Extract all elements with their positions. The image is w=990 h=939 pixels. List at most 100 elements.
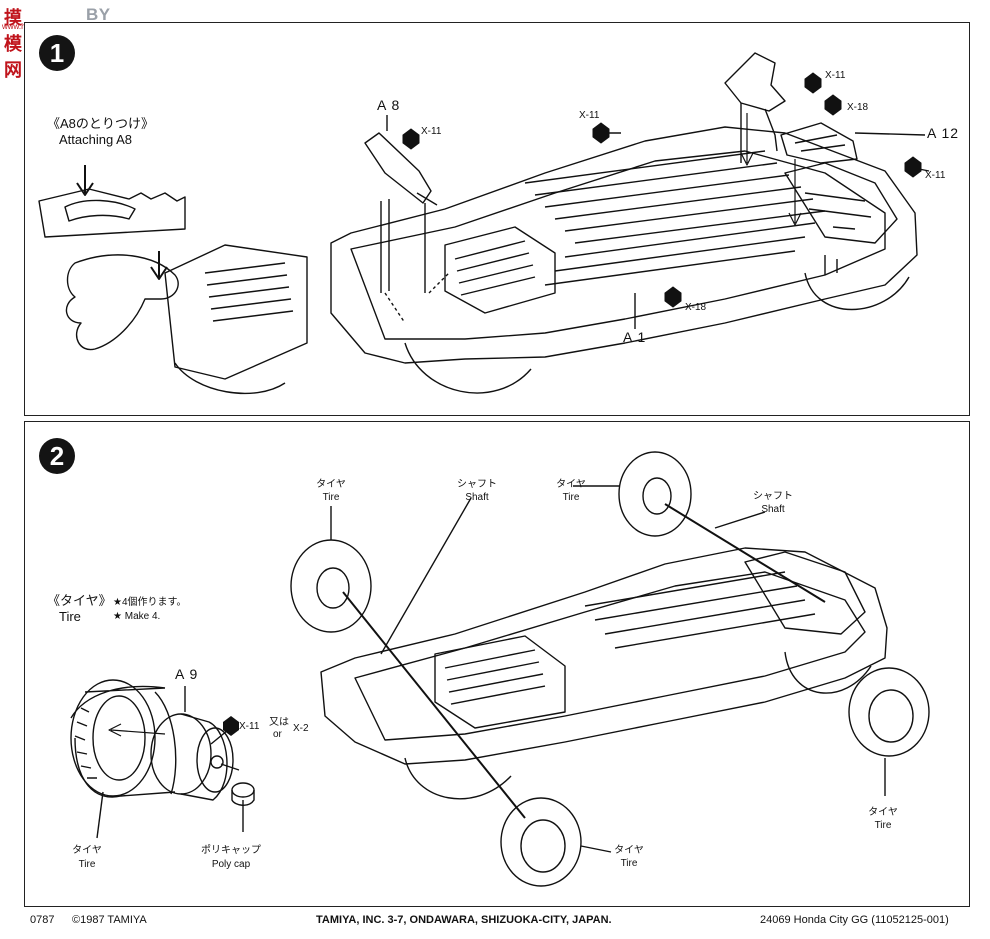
step-1-panel: 1	[24, 22, 970, 416]
leader-a12	[854, 132, 926, 136]
screw-x11-a-icon	[402, 128, 420, 150]
make-4-note-jp: ★4個作ります。	[113, 597, 187, 608]
chassis2-floor-ribs	[584, 571, 816, 649]
tire-rl-label-jp: タイヤ	[316, 479, 346, 490]
footer-copyright: ©1987 TAMIYA	[72, 914, 147, 926]
wheel-front-left-hub	[642, 477, 672, 515]
screw-x11-label: X-11	[239, 721, 260, 732]
polycap-label-jp: ポリキャップ	[201, 845, 261, 856]
fuel-tank	[444, 226, 556, 314]
wheel-front-right-hub	[868, 689, 914, 743]
footer-product: 24069 Honda City GG (11052125-001)	[760, 914, 949, 926]
tire-detail-label-en: Tire	[78, 859, 96, 870]
tire-fr-label-en: Tire	[874, 820, 892, 831]
part-a9-wheel-face	[196, 727, 234, 793]
part-a9-label: A 9	[175, 666, 199, 682]
screw-or-en: or	[273, 729, 282, 740]
rear-wheel-arch	[404, 342, 532, 394]
leader-tire-rr	[580, 845, 612, 853]
tire-fl-label-jp: タイヤ	[556, 479, 586, 490]
inset-chassis	[164, 244, 308, 380]
leader-rear-shaft	[380, 497, 472, 655]
tire-rr-label-jp: タイヤ	[614, 845, 644, 856]
attach-heading-en: Attaching A8	[59, 132, 132, 147]
wheel-front-left	[618, 451, 692, 537]
inset-wheel-arch	[174, 362, 286, 395]
watermark-logo: 摸模网	[4, 8, 22, 80]
tire-heading-en: Tire	[59, 609, 81, 624]
polycap-arrow	[220, 763, 240, 771]
inset-bracket-part	[38, 188, 186, 238]
front-wheel-arch-2	[784, 651, 872, 694]
tire-detail	[70, 679, 156, 797]
rear-wheel-arch-2	[404, 757, 512, 800]
inset-a8-part	[64, 199, 136, 222]
front-shaft	[664, 503, 826, 603]
tire-detail-hatch	[74, 707, 97, 779]
part-a9-hub	[210, 755, 224, 769]
front-wheel-arch	[804, 272, 910, 311]
part-a12-bracket	[780, 122, 858, 164]
polycap-body	[231, 790, 255, 806]
polycap-label-en: Poly cap	[211, 859, 251, 870]
tire-rl-label-en: Tire	[322, 492, 340, 503]
inset-hand	[65, 254, 179, 351]
chassis-floor-ribs	[524, 150, 826, 286]
rear-shaft	[342, 591, 526, 819]
tire-detail-tread	[70, 685, 177, 798]
step-1-drawing	[38, 52, 930, 395]
leader-tire-detail	[96, 791, 104, 839]
screw-x11-c-label: X-11	[825, 70, 846, 81]
wheel-front-right	[848, 667, 930, 757]
part-a8-label: A 8	[377, 97, 401, 113]
leader-front-shaft	[714, 511, 766, 529]
inset-arrow	[76, 165, 94, 196]
shaft-front-label-jp: シャフト	[753, 491, 793, 502]
front-suspension-2	[744, 551, 866, 635]
tire-detail-inner	[92, 695, 146, 781]
polycap	[231, 782, 255, 798]
chassis2-outline	[320, 547, 888, 765]
screw-x11-c-icon	[804, 72, 822, 94]
fuel-tank-2-ribs	[444, 649, 546, 705]
make-4-note-en: ★ Make 4.	[113, 611, 161, 622]
shaft-rear-label-en: Shaft	[465, 492, 489, 503]
shaft-front-label-en: Shaft	[761, 504, 785, 515]
assembly-arrow-top	[740, 113, 754, 166]
part-a1-label: A 1	[623, 329, 647, 345]
part-a9-wheel-body	[180, 713, 228, 801]
screw-x11-b-label: X-11	[579, 110, 600, 121]
tire-detail-label-jp: タイヤ	[72, 845, 102, 856]
wheel-rear-left	[290, 539, 372, 633]
screw-x11-icon	[223, 716, 239, 736]
wheel-rear-left-hub	[316, 567, 350, 609]
part-a12-detail	[794, 134, 846, 152]
tire-heading-jp: 《タイヤ》	[47, 593, 112, 608]
attach-heading-jp: 《A8のとりつけ》	[47, 116, 155, 131]
screw-x11-d-label: X-11	[925, 170, 946, 181]
chassis-inner-edge	[350, 150, 886, 340]
front-suspension	[784, 162, 898, 244]
front-suspension-detail	[804, 192, 872, 275]
footer-code: 0787	[30, 914, 55, 926]
fuel-tank-ribs	[454, 240, 536, 296]
top-bracket-part	[724, 52, 786, 112]
chassis2-inner	[354, 571, 866, 741]
footer-address: TAMIYA, INC. 3-7, ONDAWARA, SHIZUOKA-CIT…	[316, 914, 612, 926]
part-a12-label: A 12	[927, 125, 960, 141]
screw-x18-b-icon	[664, 286, 682, 308]
wheel-rear-right-hub	[520, 819, 566, 873]
part-a8-pipe	[380, 192, 438, 293]
inset-chassis-ribs	[204, 262, 294, 322]
tire-rr-label-en: Tire	[620, 858, 638, 869]
screw-x11-b-icon	[592, 122, 610, 144]
screw-or-jp: 又は	[269, 717, 289, 728]
screw-x18-b-label: X-18	[685, 302, 707, 313]
inset-arrow-2	[150, 251, 168, 280]
screw-x18-a-label: X-18	[847, 102, 869, 113]
part-a8-muffler	[364, 132, 432, 204]
tire-fr-label-jp: タイヤ	[868, 807, 898, 818]
assembly-arrow-a12	[788, 159, 802, 226]
screw-x2-label: X-2	[293, 723, 309, 734]
fuel-tank-2	[434, 635, 566, 729]
